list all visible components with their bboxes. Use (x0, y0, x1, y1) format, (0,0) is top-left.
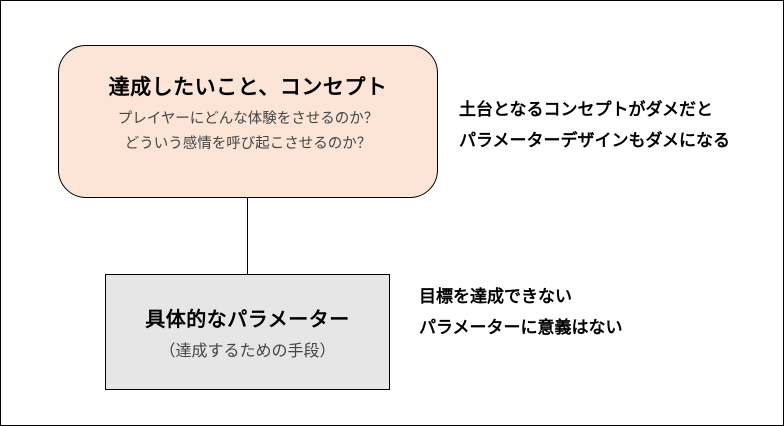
concept-note-line-2: パラメーターデザインもダメになる (459, 131, 730, 151)
parameter-box: 具体的なパラメーター （達成するための手段） (105, 274, 390, 390)
concept-question-2: どういう感情を呼び起こさせるのか？ (124, 136, 372, 152)
connector-line (247, 198, 248, 274)
concept-question-1: プレイヤーにどんな体験をさせるのか？ (117, 111, 379, 127)
concept-box-title: 達成したいこと、コンセプト (108, 75, 388, 99)
parameter-note-line-2: パラメーターに意義はない (419, 318, 623, 338)
parameter-note: 目標を達成できない パラメーターに意義はない (419, 282, 623, 344)
parameter-box-title: 具体的なパラメーター (145, 307, 350, 331)
concept-note-line-1: 土台となるコンセプトがダメだと (459, 100, 713, 120)
concept-note: 土台となるコンセプトがダメだと パラメーターデザインもダメになる (459, 95, 730, 157)
parameter-box-subtitle: （達成するための手段） (159, 341, 336, 360)
concept-box: 達成したいこと、コンセプト プレイヤーにどんな体験をさせるのか？ どういう感情を… (58, 45, 438, 198)
parameter-note-line-1: 目標を達成できない (419, 287, 572, 307)
